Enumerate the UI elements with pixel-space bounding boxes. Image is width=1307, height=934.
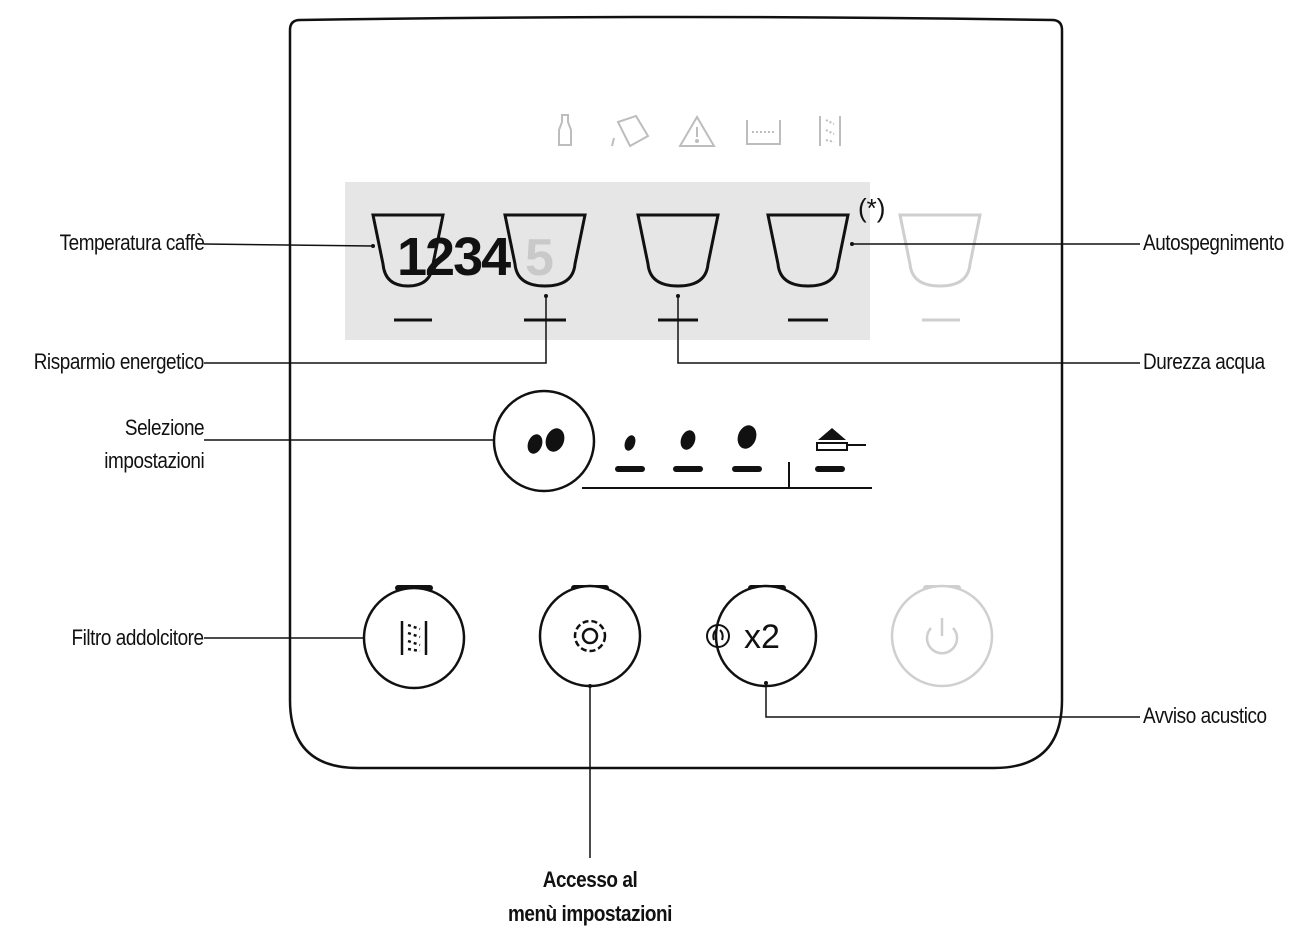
filter-icon [819,116,841,146]
panel-outline [288,15,1064,770]
espresso-cup-icon [503,213,587,288]
warning-icon [678,115,716,147]
leader-temperatura [203,243,374,247]
label-durezza-acqua: Durezza acqua [1143,349,1265,374]
display-digit-dim: 5 [525,229,554,287]
ground-coffee-scoop-icon [815,428,866,472]
label-risparmio-energetico: Risparmio energetico [33,349,205,374]
espresso-cup-icon [371,213,445,288]
strength-high-icon [732,425,762,472]
espresso-cup-icon [766,213,850,288]
label-selezione-impostazioni-1: Selezione [124,415,205,440]
label-temperatura-caffe: Temperatura caffè [59,230,204,255]
filter-button-icon [400,621,428,655]
label-avviso-acustico: Avviso acustico [1143,703,1267,728]
x2-label: x2 [744,618,780,656]
leader-durezza [677,296,1140,364]
x2-icon [706,624,730,648]
settings-button[interactable] [538,584,642,688]
label-autospegnimento: Autospegnimento [1143,230,1284,255]
water-tank-icon [746,120,781,145]
filter-button[interactable] [362,585,466,690]
strength-low-icon [615,435,645,472]
descale-icon [611,114,650,148]
label-selezione-impostazioni-2: impostazioni [103,448,204,473]
power-icon [925,618,959,655]
label-filtro-addolcitore: Filtro addolcitore [71,625,205,650]
espresso-cup-icon [898,213,982,288]
espresso-cup-icon [636,213,720,288]
label-accesso-menu-1: Accesso al [542,867,638,892]
milk-bottle-icon [558,114,572,146]
strength-mid-icon [673,430,703,472]
display-digits: 1234 [397,227,511,287]
coffee-beans-icon [527,428,565,454]
leader-risparmio [204,296,547,364]
selection-button[interactable] [492,389,596,493]
leader-avviso [765,683,1140,718]
asterisk-note: (*) [858,193,885,223]
gear-icon [573,619,607,653]
label-accesso-menu-2: menù impostazioni [507,901,673,926]
